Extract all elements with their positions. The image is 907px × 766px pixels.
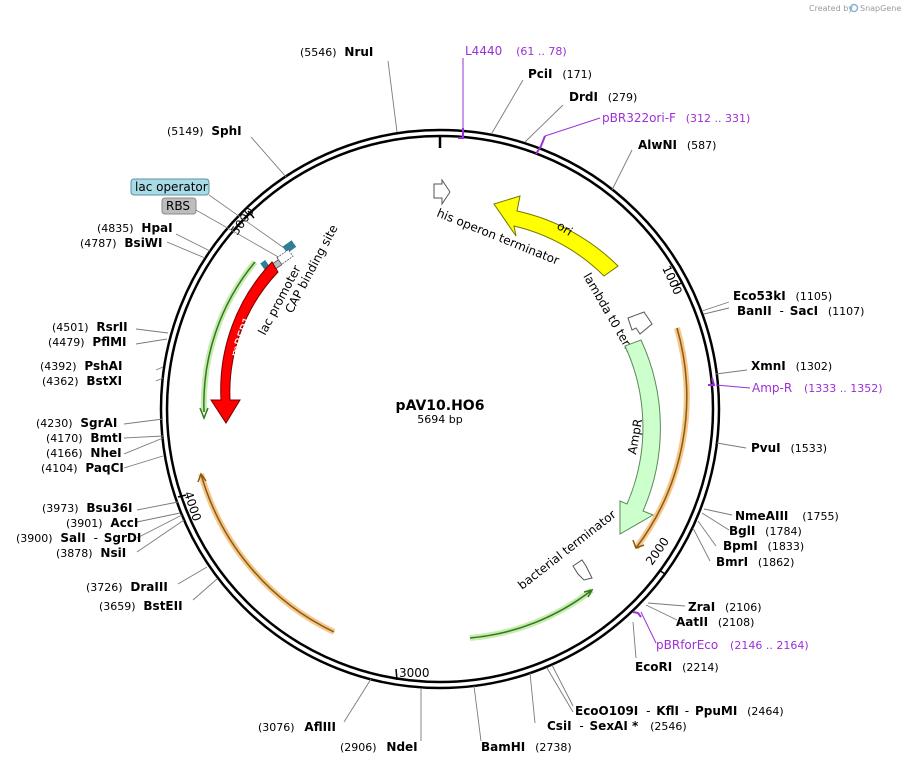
orf-left-head (199, 407, 209, 421)
enzyme-bsiwi: (4787) BsiWI (80, 236, 163, 250)
orf-lower-left-head (197, 472, 207, 483)
backbone-ticks (177, 210, 684, 681)
enzyme-bmri: BmrI (1862) (716, 555, 794, 569)
enzyme-bmti: (4170) BmtI (46, 431, 122, 445)
orf-bottom-head (583, 588, 594, 598)
orf-bottom-halo (469, 587, 594, 641)
enzyme-bpmi: BpmI (1833) (723, 539, 804, 553)
enzyme-nmeaiii: NmeAIII (1755) (735, 509, 839, 523)
lac-operator-leader (208, 194, 288, 251)
enzyme-aatii: AatII (2108) (676, 615, 754, 629)
orf-bottom (469, 589, 593, 639)
mrfp1-arrow (210, 261, 279, 424)
enzyme-nhei: (4166) NheI (46, 446, 122, 460)
tick-label-3000: 3000 (399, 666, 430, 680)
enzyme-bsu36i: (3973) Bsu36I (42, 501, 132, 515)
primer-pbr322ori-f: pBR322ori-F (312 .. 331) (602, 111, 750, 125)
orf-lower-left-halo (198, 473, 336, 635)
enzyme-draiii: (3726) DraIII (86, 580, 168, 594)
enzyme-bsteii: (3659) BstEII (99, 599, 183, 613)
credit-text: Created by (809, 4, 853, 13)
enzyme-alwni: AlwNI (587) (638, 138, 716, 152)
lac-operator-mark (282, 240, 297, 254)
primer-pbrforeco: pBRforEco (2146 .. 2164) (656, 638, 809, 652)
enzyme-paqci: (4104) PaqCI (41, 461, 124, 475)
enzyme-aflii: (3076) AflIII (258, 720, 336, 734)
rbs-leader (195, 209, 281, 259)
enzyme-ecori: EcoRI (2214) (635, 660, 719, 674)
enzyme-pvui: PvuI (1533) (751, 441, 827, 455)
enzyme-pshai: (4392) PshAI (40, 359, 122, 373)
enzyme-sali-sgrdi: (3900) SalI - SgrDI (16, 531, 141, 545)
lambda-terminator-arrow (627, 311, 653, 335)
ampr-label: AmpR (625, 418, 645, 456)
enzyme-pflmi: (4479) PflMI (48, 335, 127, 349)
enzyme-pcii: PciI (171) (528, 67, 592, 81)
orf-lower-left (200, 473, 335, 633)
bacterial-terminator-arrow (572, 559, 593, 581)
bacterial-terminator-label: bacterial terminator (515, 507, 618, 592)
enzyme-labels: (5546) NruI PciI (171) DrdI (279) (5149)… (16, 45, 864, 754)
enzyme-sphi: (5149) SphI (167, 124, 242, 138)
his-terminator-label: his operon terminator (435, 206, 561, 268)
orf-left (203, 261, 256, 413)
credit-brand: SnapGene (860, 4, 901, 13)
primer-l4440: L4440 (61 .. 78) (465, 44, 567, 58)
enzyme-nrui: (5546) NruI (300, 45, 373, 59)
enzyme-leader-lines (123, 60, 748, 742)
enzyme-nsii: (3878) NsiI (56, 546, 126, 560)
enzyme-drdi: DrdI (279) (569, 90, 637, 104)
enzyme-hpai: (4835) HpaI (97, 221, 173, 235)
his-terminator-arrow (433, 178, 451, 206)
enzyme-csii-sexai: CsiI - SexAI * (2546) (547, 719, 687, 733)
ori-arrow (493, 195, 619, 277)
tick-label-2000: 2000 (643, 535, 672, 568)
enzyme-ecoo109i-kfli-ppumi: EcoO109I - KflI - PpuMI (2464) (575, 704, 784, 718)
enzyme-bamhi: BamHI (2738) (481, 740, 572, 754)
enzyme-banii-saci: BanII - SacI (1107) (737, 304, 864, 318)
backbone-outer (159, 128, 721, 690)
rbs-box (161, 197, 197, 215)
ampr-arrow (619, 339, 661, 535)
orf-right-head (632, 539, 645, 549)
enzyme-zrai: ZraI (2106) (688, 600, 762, 614)
lac-operator-box (130, 178, 210, 196)
enzyme-eco53ki: Eco53kI (1105) (733, 289, 832, 303)
plasmid-name: pAV10.HO6 (396, 398, 485, 414)
lac-operator-label: lac operator (135, 180, 208, 194)
enzyme-bgli: BglI (1784) (729, 524, 802, 538)
enzyme-xmni: XmnI (1302) (751, 359, 832, 373)
enzyme-rsrii: (4501) RsrII (52, 320, 128, 334)
enzyme-bstxi: (4362) BstXI (42, 374, 122, 388)
primers: L4440 (61 .. 78) pBR322ori-F (312 .. 331… (458, 44, 883, 652)
enzyme-ndei: (2906) NdeI (340, 740, 418, 754)
orf-right (635, 327, 688, 549)
enzyme-sgrai: (4230) SgrAI (36, 416, 117, 430)
plasmid-size: 5694 bp (417, 413, 462, 426)
snapgene-logo-icon (849, 3, 859, 13)
enzyme-acci: (3901) AccI (66, 516, 138, 530)
rbs-label: RBS (166, 199, 190, 213)
primer-amp-r: Amp-R (1333 .. 1352) (752, 381, 883, 395)
